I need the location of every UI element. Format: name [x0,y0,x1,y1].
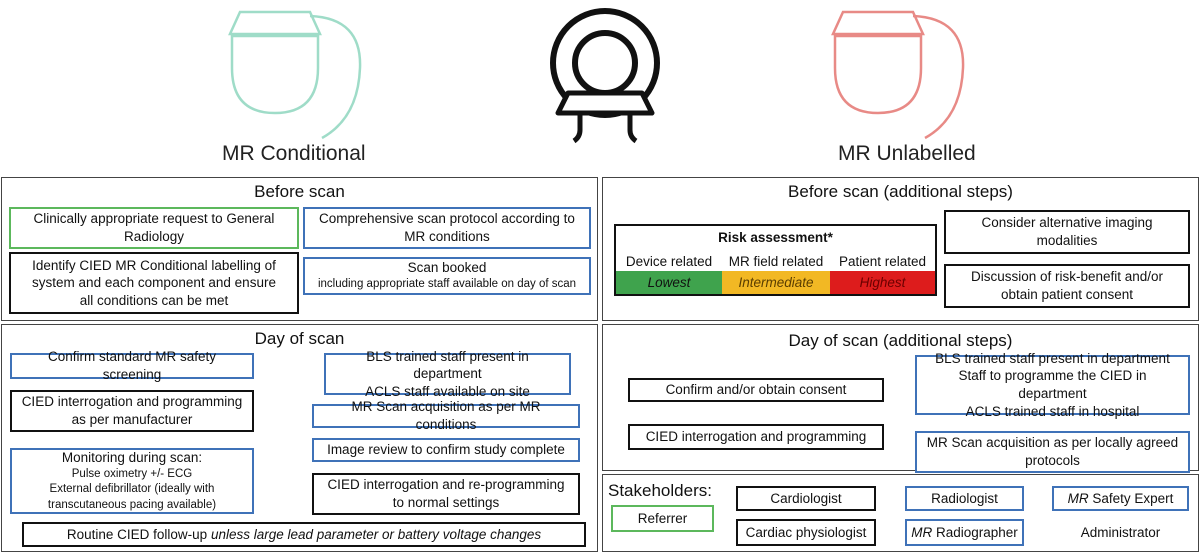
bls-additional-line-2: Staff to programme the CIED in departmen… [958,368,1147,401]
bls-line-2: ACLS staff available on site [365,383,530,399]
bls-staff-box: BLS trained staff present in department … [324,349,571,399]
stakeholder-mr-safety-expert: MR Safety Expert [1052,486,1189,511]
clinical-request-box: Clinically appropriate request to Genera… [9,207,299,249]
mr-conditional-label: MR Conditional [222,142,366,165]
mr-safety-prefix: MR [1067,490,1089,506]
scan-booked-sub: including appropriate staff available on… [317,278,577,291]
mr-scanner-icon [550,8,660,144]
risk-header-patient: Patient related [838,254,927,269]
followup-main: Routine CIED follow-up [66,526,211,542]
mr-unlabelled-device-icon [831,10,965,140]
alternative-imaging-box: Consider alternative imaging modalities [944,210,1190,254]
stakeholders-panel: Stakeholders: Referrer Cardiologist Card… [602,474,1199,552]
stakeholders-title: Stakeholders: [608,481,712,500]
day-of-scan-additional-panel: Day of scan (additional steps) Confirm a… [602,324,1199,473]
cied-followup-box: Routine CIED follow-up unless large lead… [22,522,586,547]
risk-assessment-table: Risk assessment* Device related MR field… [614,224,937,296]
scan-protocol-box: Comprehensive scan protocol according to… [303,207,591,249]
day-of-scan-additional-title: Day of scan (additional steps) [788,331,1013,350]
bls-additional-line-3: ACLS trained staff in hospital [965,403,1140,419]
day-of-scan-title: Day of scan [254,329,345,348]
risk-level-intermediate: Intermediate [722,271,830,294]
stakeholder-radiologist: Radiologist [905,486,1024,511]
bls-staff-additional-box: BLS trained staff present in department … [915,351,1190,419]
monitoring-title: Monitoring during scan: [61,449,203,465]
cied-interrogation-box: CIED interrogation and programming [628,424,884,450]
risk-benefit-box: Discussion of risk-benefit and/or obtain… [944,264,1190,308]
stakeholder-cardiac-physiologist: Cardiac physiologist [736,519,876,546]
risk-assessment-title: Risk assessment* [718,230,833,245]
mr-radiographer-suffix: Radiographer [932,524,1018,540]
mr-radiographer-prefix: MR [911,524,933,540]
identify-cied-box: Identify CIED MR Conditional labelling o… [9,252,299,314]
before-scan-panel: Before scan Clinically appropriate reque… [1,177,598,321]
cied-programming-box: CIED interrogation and programming as pe… [10,390,254,432]
followup-italic: unless large lead parameter or battery v… [210,526,542,542]
stakeholder-referrer: Referrer [611,505,714,532]
day-of-scan-panel: Day of scan Confirm standard MR safety s… [1,324,598,552]
mr-conditional-device-icon [228,10,362,140]
cied-reprogramming-box: CIED interrogation and re-programming to… [312,473,580,515]
before-scan-additional-title: Before scan (additional steps) [788,182,1013,201]
scan-booked-box: Scan booked including appropriate staff … [303,257,591,295]
scan-booked-main: Scan booked [407,260,487,276]
stakeholder-cardiologist: Cardiologist [736,486,876,511]
monitoring-line-2: External defibrillator (ideally with tra… [47,483,217,511]
monitoring-line-1: Pulse oximetry +/- ECG [71,467,193,480]
bls-line-1: BLS trained staff present in department [366,348,529,382]
mr-acquisition-local-box: MR Scan acquisition as per locally agree… [915,431,1190,473]
bls-additional-line-1: BLS trained staff present in department [935,350,1170,366]
mr-acquisition-box: MR Scan acquisition as per MR conditions [312,399,580,432]
stakeholder-administrator: Administrator [1052,519,1189,546]
mr-safety-suffix: Safety Expert [1088,490,1174,506]
stakeholder-mr-radiographer: MR Radiographer [905,519,1024,546]
monitoring-box: Monitoring during scan: Pulse oximetry +… [10,448,254,514]
image-review-box: Image review to confirm study complete [312,438,580,462]
risk-header-device: Device related [625,254,713,269]
mr-unlabelled-label: MR Unlabelled [838,142,976,165]
before-scan-title: Before scan [254,182,345,201]
risk-header-field: MR field related [728,254,824,269]
risk-level-highest: Highest [830,271,935,294]
before-scan-additional-panel: Before scan (additional steps) Risk asse… [602,177,1199,321]
confirm-consent-box: Confirm and/or obtain consent [628,378,884,402]
mr-safety-screening-box: Confirm standard MR safety screening [10,349,254,382]
risk-level-lowest: Lowest [616,271,722,294]
